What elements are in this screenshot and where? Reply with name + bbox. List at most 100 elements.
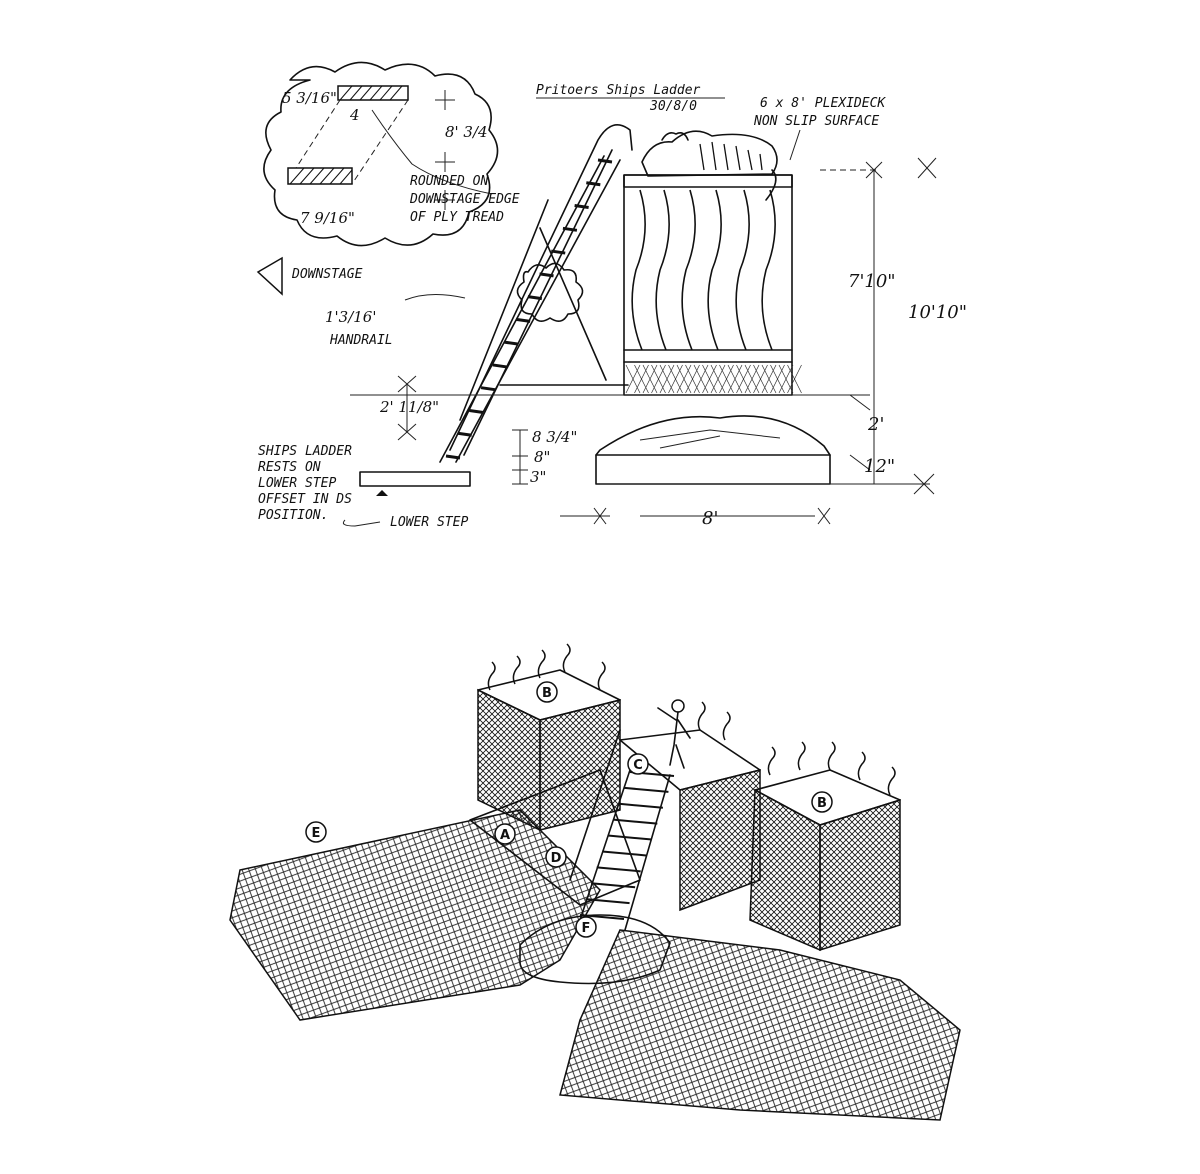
iso-label-e: E	[312, 826, 321, 841]
ladder-rung	[457, 431, 472, 437]
vine-strand	[631, 189, 646, 351]
cage-left	[477, 669, 621, 832]
detail-cloud-small	[516, 262, 584, 322]
iso-vine	[562, 643, 571, 673]
cage-hatch	[625, 364, 641, 394]
iso-rung	[591, 882, 636, 889]
ladder-rung	[539, 272, 554, 278]
vine-strand	[655, 189, 670, 351]
dim-base: 12"	[864, 456, 895, 477]
elevation-title: Pritoers Ships Ladder	[536, 83, 701, 98]
ladder-rung	[515, 317, 531, 323]
ladder-note-1: SHIPS LADDER	[258, 444, 352, 459]
iso-vine	[767, 746, 776, 776]
iso-label-b: B	[542, 686, 552, 701]
iso-rung	[579, 914, 625, 920]
dim-deck-height: 7'10"	[848, 271, 896, 292]
deck-note-line1: 6 x 8' PLEXIDECK	[760, 96, 886, 111]
ladder-note-4: OFFSET IN DS	[258, 492, 352, 507]
cage-hatch	[753, 364, 768, 394]
cage-hatch	[668, 364, 683, 394]
iso-vine	[597, 661, 606, 691]
dim-rise: 8' 3/4	[445, 123, 488, 141]
tiger-figure	[641, 130, 778, 201]
elevation-drawing: 5 3/16" 7 9/16" 8' 3/4 4 Pritoers Ships …	[256, 61, 967, 530]
iso-vine	[487, 661, 496, 691]
detail-number: 4	[349, 106, 360, 124]
iso-rung	[618, 802, 663, 809]
iso-vine	[797, 741, 806, 771]
cage-hatch	[719, 364, 734, 394]
floor-right	[559, 929, 961, 1121]
handrail-label: HANDRAIL	[329, 333, 393, 348]
vine-strand	[761, 189, 776, 351]
downstage-label: DOWNSTAGE	[291, 267, 363, 282]
ladder-rung	[551, 249, 566, 255]
ladder-iso	[569, 729, 675, 931]
cage-hatch	[651, 364, 666, 394]
iso-rung	[613, 818, 658, 825]
dim-platform: 2'	[867, 414, 884, 435]
iso-label-c: C	[633, 758, 643, 773]
lower-step-label: LOWER STEP	[390, 515, 468, 530]
ladder-note-2: RESTS ON	[258, 460, 321, 475]
ladder-rung	[504, 340, 519, 346]
iso-rung	[607, 834, 652, 841]
cage-hatch	[702, 364, 717, 394]
ladder-note-3: LOWER STEP	[258, 476, 336, 491]
dim-tread-bottom: 7 9/16"	[300, 209, 355, 227]
iso-vine	[827, 741, 836, 771]
iso-vine	[512, 655, 521, 685]
iso-vine	[857, 751, 866, 781]
cage-hatch	[744, 364, 760, 394]
dim-step1: 8 3/4"	[532, 428, 577, 446]
rounded-note-line2: DOWNSTAGE EDGE	[409, 192, 520, 207]
cage-hatch	[778, 364, 794, 394]
iso-label-circle	[305, 821, 327, 843]
floor-left-e	[229, 809, 601, 1021]
tread-top-hatch	[337, 85, 409, 101]
rounded-note-line3: OF PLY TREAD	[410, 210, 504, 225]
handrail-dim: 1'3/16'	[325, 308, 376, 326]
cage-hatch	[642, 364, 658, 394]
iso-label-circle	[627, 753, 649, 775]
cage-hatch	[685, 364, 700, 394]
dim-tread-top: 5 3/16"	[282, 89, 337, 107]
vine-strand	[735, 189, 750, 351]
iso-label-circle	[494, 823, 516, 845]
dim-step3: 3"	[530, 468, 546, 486]
cage-hatch	[770, 364, 785, 394]
ladder-note-5: POSITION.	[258, 508, 328, 523]
ladder-rung	[480, 386, 496, 392]
iso-label-circle	[536, 681, 558, 703]
cage-hatch	[727, 364, 743, 394]
vine-strand	[707, 189, 722, 351]
dim-width: 8'	[702, 508, 718, 529]
cage-hatch	[787, 364, 802, 394]
ladder-rung	[562, 226, 578, 232]
iso-label-b: B	[817, 796, 827, 811]
iso-rung	[624, 786, 669, 793]
cage-hatch	[710, 364, 726, 394]
dim-total-height: 10'10"	[908, 302, 967, 323]
iso-label-circle	[545, 846, 567, 868]
ladder-rung	[527, 295, 543, 301]
elevation-date: 30/8/0	[649, 99, 697, 114]
ladder-rung	[597, 158, 613, 164]
ladder-rung	[445, 454, 461, 460]
deck-note-line2: NON SLIP SURFACE	[753, 114, 879, 129]
dim-rail-offset: 2' 11/8"	[379, 398, 439, 416]
cage-hatch	[659, 364, 675, 394]
cage-hatch	[736, 364, 751, 394]
iso-label-d: D	[551, 851, 562, 866]
ladder-rung	[469, 408, 484, 414]
ladder-rung	[574, 204, 589, 210]
platform-cage	[623, 174, 802, 396]
iso-label-a: A	[500, 828, 510, 843]
cage-hatch	[676, 364, 692, 394]
dim-step2: 8"	[534, 448, 550, 466]
ladder-rung	[586, 181, 601, 187]
detail-cloud-bubble	[263, 61, 499, 247]
